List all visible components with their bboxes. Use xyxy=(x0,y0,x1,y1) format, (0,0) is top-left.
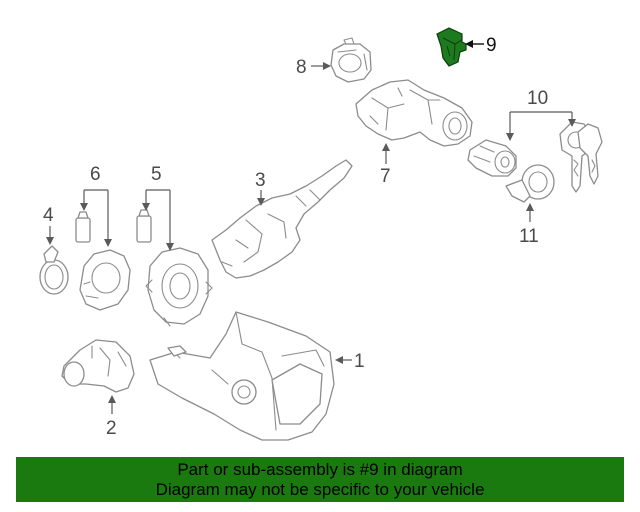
callout-5-label: 5 xyxy=(151,164,162,185)
part-11 xyxy=(505,164,555,203)
callout-7: 7 xyxy=(380,143,391,187)
callout-4-label: 4 xyxy=(43,205,54,226)
callout-6-label: 6 xyxy=(90,164,101,185)
part-9-highlighted[interactable] xyxy=(436,27,467,67)
callout-10-label: 10 xyxy=(527,88,548,109)
callout-11: 11 xyxy=(519,203,539,247)
banner-line-2: Diagram may not be specific to your vehi… xyxy=(155,480,485,499)
banner-line-1: Part or sub-assembly is #9 in diagram xyxy=(177,460,463,479)
part-5 xyxy=(145,247,213,327)
part-5-grease xyxy=(136,209,152,243)
part-1 xyxy=(149,311,335,441)
part-6-grease xyxy=(75,211,91,243)
callout-3: 3 xyxy=(255,170,266,206)
part-10 xyxy=(467,139,517,177)
callout-1-label: 1 xyxy=(354,351,365,372)
part-10-keys xyxy=(559,121,603,193)
callout-6: 6 xyxy=(80,164,112,247)
part-8 xyxy=(330,37,372,83)
callout-8: 8 xyxy=(296,57,331,78)
callout-9: 9 xyxy=(465,35,497,56)
parts-diagram: 9 8 7 10 xyxy=(39,27,603,441)
part-2 xyxy=(61,339,135,393)
part-6 xyxy=(79,249,131,311)
callout-11-label: 11 xyxy=(519,226,539,247)
callout-2: 2 xyxy=(106,395,117,439)
callout-5: 5 xyxy=(142,164,174,251)
callout-4: 4 xyxy=(43,205,54,245)
callout-10: 10 xyxy=(506,88,576,141)
part-7 xyxy=(355,79,473,147)
info-banner: Part or sub-assembly is #9 in diagram Di… xyxy=(16,457,624,502)
callout-9-label: 9 xyxy=(486,35,497,56)
part-3 xyxy=(211,159,353,279)
part-4 xyxy=(39,245,69,295)
callout-3-label: 3 xyxy=(255,170,266,191)
callout-8-label: 8 xyxy=(296,57,307,78)
callout-2-label: 2 xyxy=(106,418,117,439)
callout-7-label: 7 xyxy=(380,166,391,187)
callout-1: 1 xyxy=(335,351,365,372)
